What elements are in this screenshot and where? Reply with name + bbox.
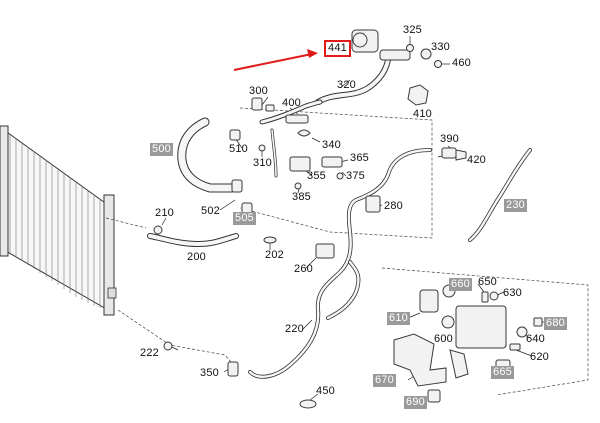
part-500[interactable]: 500 <box>150 143 173 156</box>
part-365[interactable]: 365 <box>350 152 369 164</box>
part-410[interactable]: 410 <box>413 108 432 120</box>
part-620[interactable]: 620 <box>530 351 549 363</box>
part-355[interactable]: 355 <box>307 170 326 182</box>
part-300[interactable]: 300 <box>249 85 268 97</box>
part-610[interactable]: 610 <box>387 312 410 325</box>
callout-441[interactable]: 441 <box>324 40 351 57</box>
part-650[interactable]: 650 <box>478 276 497 288</box>
part-460[interactable]: 460 <box>452 57 471 69</box>
part-310[interactable]: 310 <box>253 157 272 169</box>
part-630[interactable]: 630 <box>503 287 522 299</box>
part-665[interactable]: 665 <box>491 366 514 379</box>
part-375[interactable]: 375 <box>346 170 365 182</box>
part-390[interactable]: 390 <box>440 133 459 145</box>
part-420[interactable]: 420 <box>467 154 486 166</box>
part-325[interactable]: 325 <box>403 24 422 36</box>
part-670[interactable]: 670 <box>373 374 396 387</box>
part-320[interactable]: 320 <box>337 79 356 91</box>
part-350[interactable]: 350 <box>200 367 219 379</box>
part-340[interactable]: 340 <box>322 139 341 151</box>
part-510[interactable]: 510 <box>229 143 248 155</box>
part-280[interactable]: 280 <box>384 200 403 212</box>
part-660[interactable]: 660 <box>449 278 472 291</box>
part-385[interactable]: 385 <box>292 191 311 203</box>
part-680[interactable]: 680 <box>544 317 567 330</box>
part-400[interactable]: 400 <box>282 97 301 109</box>
part-222[interactable]: 222 <box>140 347 159 359</box>
part-260[interactable]: 260 <box>294 263 313 275</box>
condenser <box>0 125 117 316</box>
components <box>153 29 543 409</box>
part-690[interactable]: 690 <box>404 396 427 409</box>
part-502[interactable]: 502 <box>201 205 220 217</box>
group-outlines <box>105 107 589 396</box>
part-600[interactable]: 600 <box>434 333 453 345</box>
callout-arrow <box>233 49 318 71</box>
part-220[interactable]: 220 <box>285 323 304 335</box>
part-210[interactable]: 210 <box>155 207 174 219</box>
part-200[interactable]: 200 <box>187 251 206 263</box>
part-505[interactable]: 505 <box>233 212 256 225</box>
part-450[interactable]: 450 <box>316 385 335 397</box>
part-202[interactable]: 202 <box>265 249 284 261</box>
pipes <box>147 57 532 379</box>
part-640[interactable]: 640 <box>526 333 545 345</box>
part-330[interactable]: 330 <box>431 41 450 53</box>
part-230[interactable]: 230 <box>504 199 527 212</box>
